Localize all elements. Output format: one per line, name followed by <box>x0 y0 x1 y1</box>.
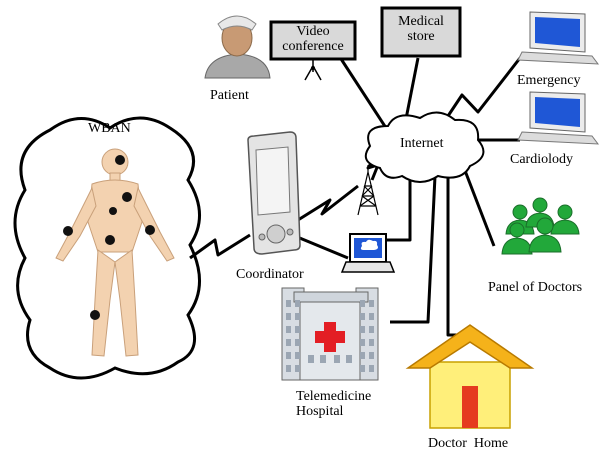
patient-label: Patient <box>210 88 249 103</box>
laptop-icon <box>340 233 396 273</box>
sensor-dot <box>63 226 73 236</box>
wban-label: WBAN <box>88 121 131 136</box>
link-internet-store <box>403 57 420 125</box>
video-conference-label-line2: conference <box>282 39 344 54</box>
human-body-icon <box>55 148 175 357</box>
sensor-dot <box>109 207 117 215</box>
emergency-label: Emergency <box>517 73 581 88</box>
telemedicine-label-line1: Telemedicine <box>296 389 372 404</box>
hospital-building-icon <box>281 287 379 381</box>
sensor-dot <box>115 155 125 165</box>
cardiology-label: Cardiolody <box>510 152 573 167</box>
monitor-icon-emergency <box>517 11 600 65</box>
panel-of-doctors-label: Panel of Doctors <box>488 280 583 295</box>
doctors-group-icon <box>501 197 580 255</box>
cloud-icon <box>364 111 485 183</box>
wban-boundary <box>13 116 201 380</box>
sensor-dot <box>145 225 155 235</box>
link-internet-laptop <box>378 176 412 242</box>
link-wban-coordinator <box>189 233 251 260</box>
sensor-dot <box>90 310 100 320</box>
doctor-home-label: Doctor Home <box>428 436 509 451</box>
medical-store-label-line2: store <box>407 29 435 44</box>
link-internet-home <box>446 175 462 337</box>
link-internet-emergency <box>438 57 522 129</box>
telemedicine-label-line2: Hospital <box>296 404 344 419</box>
projector-screen-icon <box>269 20 357 81</box>
link-internet-panel <box>462 167 496 247</box>
pda-icon <box>247 131 301 255</box>
link-coordinator-antenna <box>297 184 359 222</box>
coordinator-label: Coordinator <box>236 267 304 282</box>
house-icon <box>405 324 535 429</box>
antenna-tower-icon <box>357 165 379 216</box>
sensor-dot <box>122 192 132 202</box>
wban-sensors <box>63 155 155 320</box>
internet-label: Internet <box>400 136 444 151</box>
medical-store-label-line1: Medical <box>398 14 444 29</box>
sensor-dot <box>105 235 115 245</box>
monitor-icon-cardiology <box>517 91 600 145</box>
connection-lines <box>189 41 522 337</box>
store-icon <box>380 6 462 58</box>
video-conference-label-line1: Video <box>296 24 330 39</box>
patient-icon <box>204 15 271 79</box>
link-internet-hospital <box>390 175 437 324</box>
